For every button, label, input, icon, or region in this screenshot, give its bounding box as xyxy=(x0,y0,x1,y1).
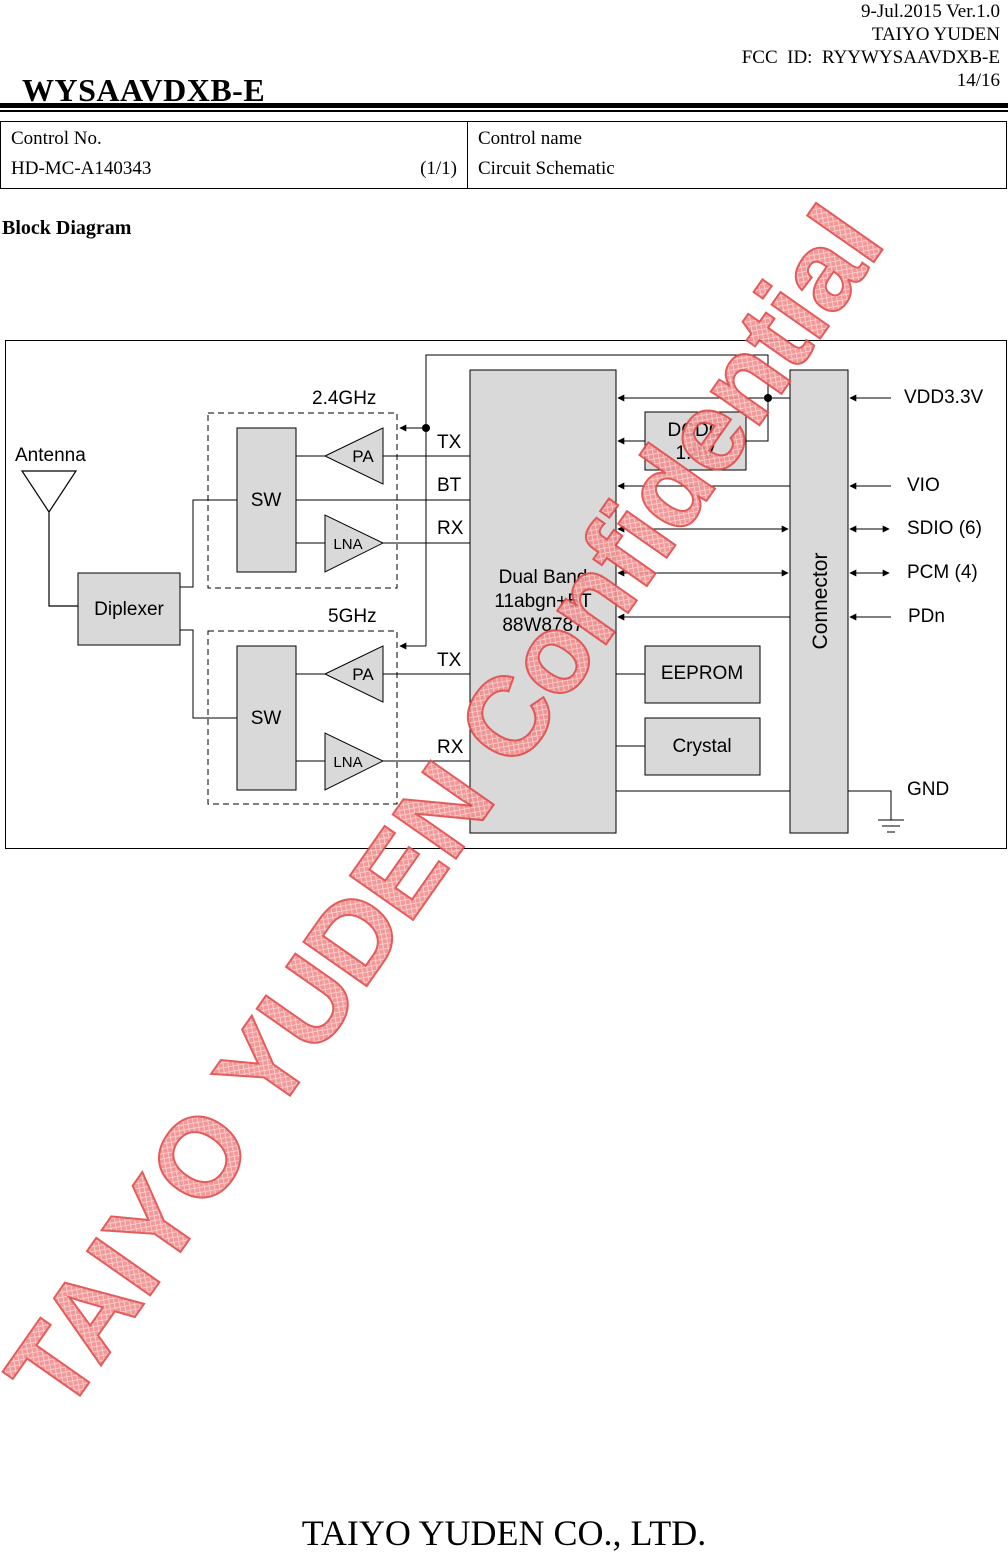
control-no-value: HD-MC-A140343 xyxy=(11,158,152,179)
control-table: Control No. HD-MC-A140343 (1/1) Control … xyxy=(0,121,1007,189)
rx-5-label: RX xyxy=(437,737,464,758)
sw-24-label: SW xyxy=(251,490,282,511)
pin-gnd-label: GND xyxy=(907,779,949,800)
sw-24-block xyxy=(236,427,297,573)
pin-pdn-label: PDn xyxy=(908,606,945,627)
control-name-label: Control name xyxy=(478,128,582,149)
crystal-label: Crystal xyxy=(672,736,731,757)
date-version: 9-Jul.2015 Ver.1.0 xyxy=(861,1,1000,22)
page-number: 14/16 xyxy=(956,70,1000,91)
footer-company: TAIYO YUDEN CO., LTD. xyxy=(301,1513,707,1553)
chip-block xyxy=(469,369,617,834)
sw-5-label: SW xyxy=(251,708,282,729)
pin-vdd-label: VDD3.3V xyxy=(904,387,984,408)
chip-line2: 11abgn+BT xyxy=(494,591,592,612)
band-24-group xyxy=(207,412,398,589)
control-no-cell: Control No. HD-MC-A140343 (1/1) xyxy=(0,121,468,189)
dcdc-block xyxy=(644,411,747,471)
header-info: 9-Jul.2015 Ver.1.0 TAIYO YUDEN FCC ID: R… xyxy=(742,0,1000,92)
antenna-icon xyxy=(20,470,78,607)
band-24-label: 2.4GHz xyxy=(312,388,376,409)
tx-5-label: TX xyxy=(437,650,462,671)
pin-vio-label: VIO xyxy=(907,475,940,496)
pa-24-label: PA xyxy=(352,447,374,466)
model-title: WYSAAVDXB-E xyxy=(22,72,266,108)
eeprom-block xyxy=(644,645,761,704)
rx-24-label: RX xyxy=(437,518,464,539)
bt-label: BT xyxy=(437,475,462,496)
header-rule-thick xyxy=(0,103,1008,108)
control-name-value: Circuit Schematic xyxy=(478,158,615,179)
dcdc-line2: 1.8V xyxy=(675,443,714,464)
control-no-label: Control No. xyxy=(11,128,102,149)
connector-label: Connector xyxy=(809,553,832,650)
lna-5-label: LNA xyxy=(333,754,362,771)
ground-icon xyxy=(848,790,904,833)
section-title: Block Diagram xyxy=(2,217,132,239)
company-name: TAIYO YUDEN xyxy=(871,24,1000,45)
antenna-label: Antenna xyxy=(15,445,86,466)
fcc-id: FCC ID: RYYWYSAAVDXB-E xyxy=(741,47,1000,68)
chip-line3: 88W8787 xyxy=(502,615,583,636)
control-no-page: (1/1) xyxy=(420,158,457,179)
pa-5-label: PA xyxy=(352,665,374,684)
crystal-block xyxy=(644,717,761,776)
connector-block xyxy=(789,369,849,834)
tx-24-label: TX xyxy=(437,432,462,453)
header-rule-thin xyxy=(0,110,1008,112)
pin-pcm-label: PCM (4) xyxy=(907,562,978,583)
band-5-group xyxy=(207,630,398,805)
diplexer-block xyxy=(77,572,181,646)
lna-24-label: LNA xyxy=(333,536,362,553)
sw-5-block xyxy=(236,645,297,791)
block-diagram: Antenna Diplexer 2.4GHz SW PA LNA 5GHz S… xyxy=(5,340,1007,849)
eeprom-label: EEPROM xyxy=(661,663,743,684)
pin-sdio-label: SDIO (6) xyxy=(907,518,982,539)
dcdc-line1: DCDC xyxy=(668,420,723,441)
diplexer-label: Diplexer xyxy=(94,599,164,620)
band-5-label: 5GHz xyxy=(328,606,377,627)
chip-line1: Dual Band xyxy=(499,567,588,588)
control-name-cell: Control name Circuit Schematic xyxy=(467,121,1007,189)
